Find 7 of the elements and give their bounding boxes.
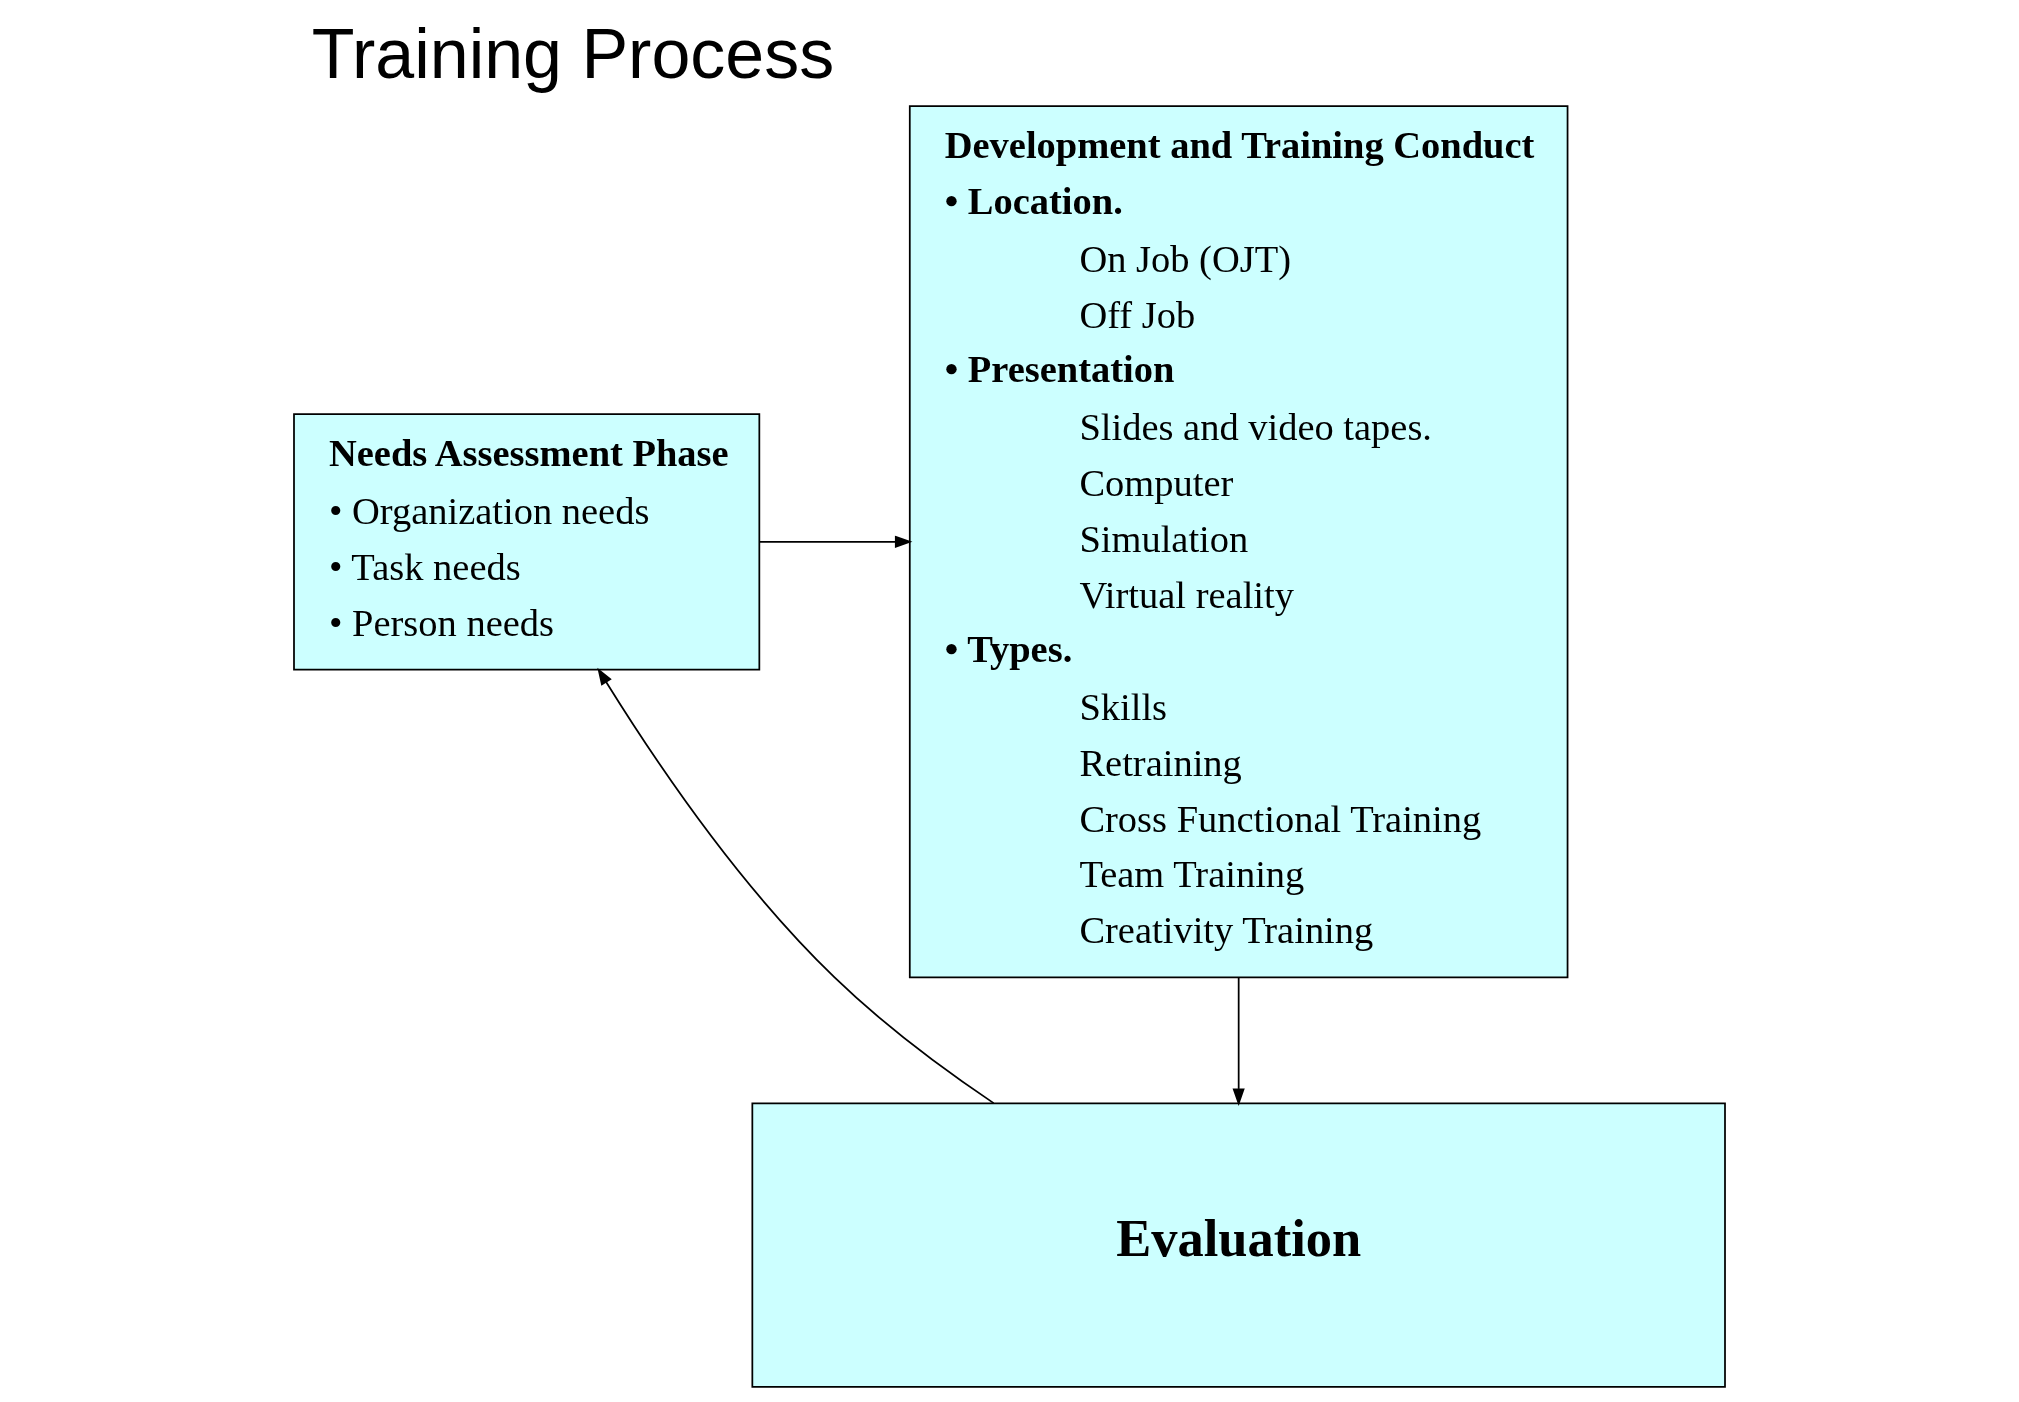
arrow — [758, 535, 913, 548]
node-box: Development and Training Conduct • Location. On Job (OJT) Off Job • Presentation Slides and video tapes. Computer Simulation Virtual reality • Types. Skills Retraining Cross Functional Training Team Training Creativity Training — [908, 105, 1569, 979]
arrow — [1232, 976, 1245, 1106]
node-box: Evaluation — [751, 1102, 1726, 1388]
node-box: Needs Assessment Phase • Organization needs • Task needs • Person needs — [293, 413, 761, 671]
arrow — [597, 667, 995, 1104]
diagram-title: Training Process — [311, 15, 835, 94]
